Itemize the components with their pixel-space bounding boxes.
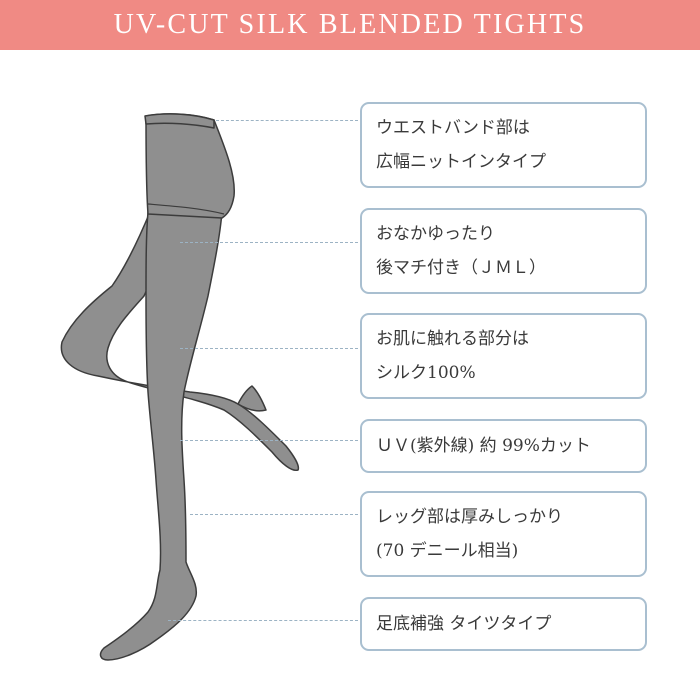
header-banner: UV-CUT SILK BLENDED TIGHTS	[0, 0, 700, 50]
connector-gusset	[180, 242, 358, 243]
label-text: 足底補強 タイツタイプ	[376, 614, 552, 634]
label-text: 後マチ付き（ＪＭＬ）	[376, 258, 546, 278]
back-leg	[60, 211, 300, 472]
label-text: おなかゆったり	[376, 224, 495, 244]
connector-leg	[190, 514, 358, 515]
label-silk: お肌に触れる部分は シルク100%	[360, 313, 647, 399]
label-text: お肌に触れる部分は	[376, 329, 529, 349]
label-uv: ＵＶ(紫外線) 約 99%カット	[360, 419, 647, 473]
label-waistband: ウエストバンド部は 広幅ニットインタイプ	[360, 102, 647, 188]
label-text: ＵＶ(紫外線) 約 99%カット	[376, 436, 591, 456]
connector-sole	[168, 620, 358, 621]
label-leg: レッグ部は厚みしっかり (70 デニール相当)	[360, 491, 647, 577]
label-text: (70 デニール相当)	[376, 541, 519, 561]
label-sole: 足底補強 タイツタイプ	[360, 597, 647, 651]
label-gusset: おなかゆったり 後マチ付き（ＪＭＬ）	[360, 208, 647, 294]
label-text: 広幅ニットインタイプ	[376, 152, 546, 172]
connector-silk	[180, 348, 358, 349]
front-leg	[99, 211, 223, 661]
label-text: ウエストバンド部は	[376, 118, 530, 138]
label-text: レッグ部は厚みしっかり	[376, 507, 563, 527]
waistband	[144, 113, 215, 129]
panty-body	[145, 113, 235, 219]
label-text: シルク100%	[376, 363, 476, 383]
connector-waistband	[216, 120, 358, 121]
connector-uv	[180, 440, 358, 441]
page-title: UV-CUT SILK BLENDED TIGHTS	[113, 9, 587, 40]
